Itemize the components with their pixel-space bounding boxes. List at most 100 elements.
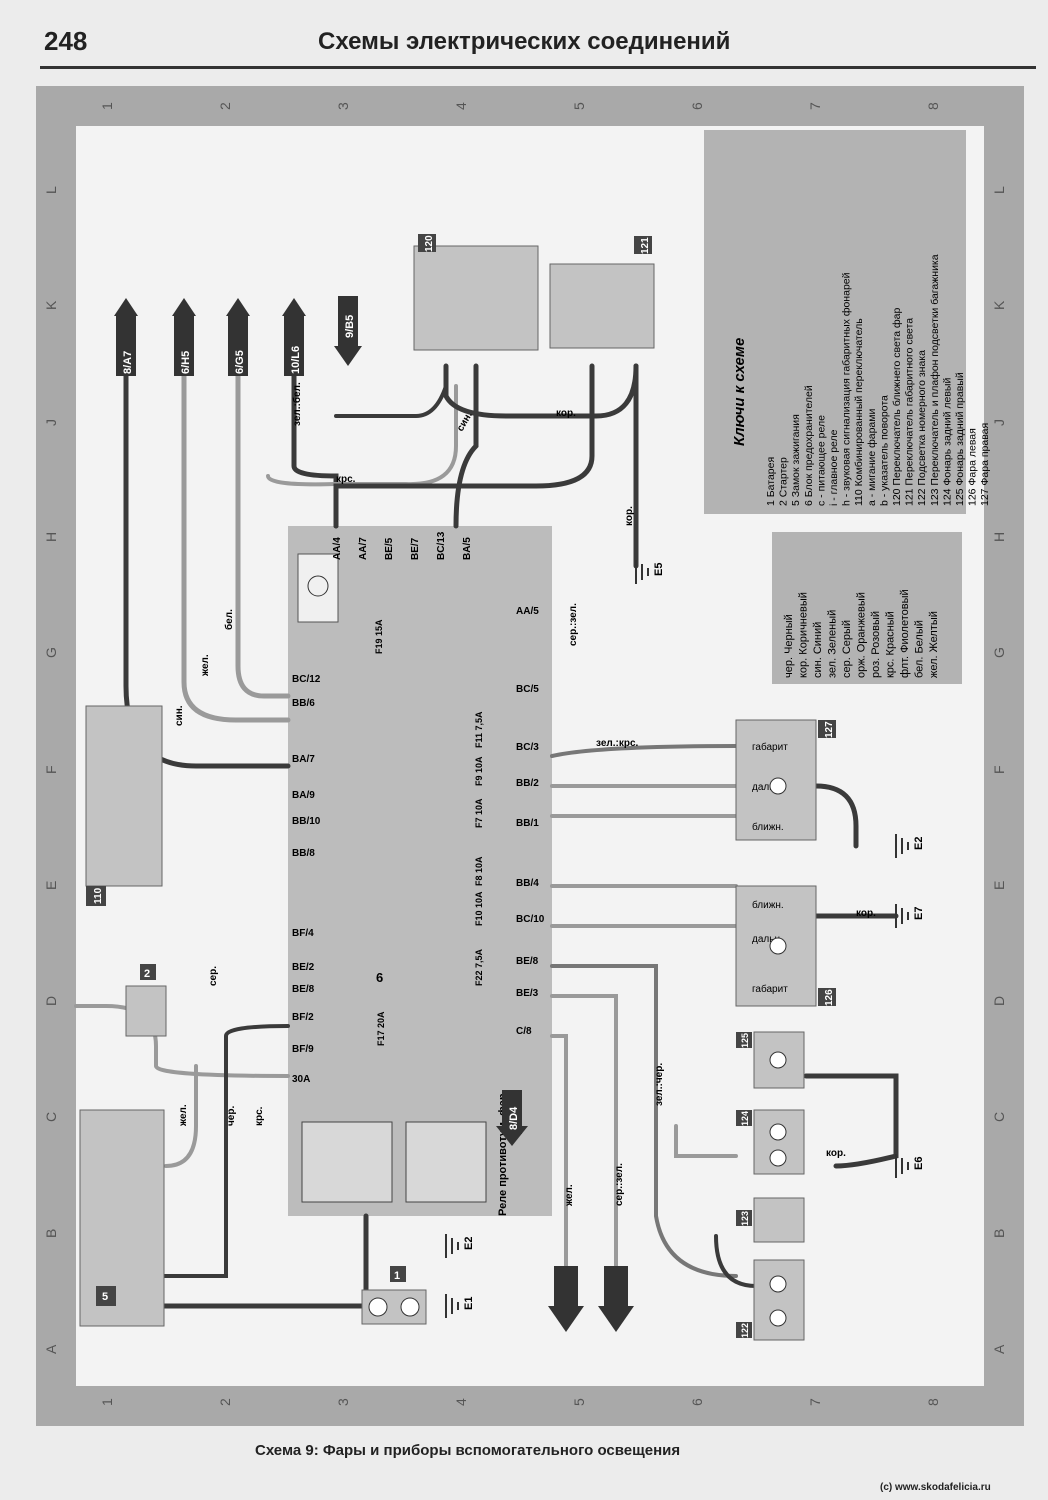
fuse-box-pin-left: BE/8	[292, 984, 315, 995]
fuse-box-pin-right: BE/3	[516, 988, 539, 999]
site-credit: (c) www.skodafelicia.ru	[880, 1482, 991, 1493]
fuse-box-pin-right: C/8	[516, 1026, 532, 1037]
grid-letter-right: F	[991, 765, 1007, 774]
colour-legend-item: зел. Зеленый	[827, 610, 839, 678]
bulb-icon	[769, 1309, 787, 1327]
figure-caption: Схема 9: Фары и приборы вспомогательного…	[255, 1442, 681, 1459]
hl127-main: дальн.	[752, 782, 783, 793]
fuse-box-pin-top: BE/7	[410, 537, 421, 560]
fuse-box-pin-left: BB/6	[292, 698, 315, 709]
legend-item: 122 Подсветка номерного знака	[916, 350, 928, 506]
bulb-icon	[769, 1149, 787, 1167]
colour-legend-item: крс. Красный	[885, 611, 897, 678]
switch-5-number: 5	[102, 1291, 108, 1303]
colour-legend-item: чер. Черный	[783, 614, 795, 678]
colour-legend-item: кор. Коричневый	[798, 592, 810, 678]
bulb-icon	[769, 1123, 787, 1141]
header-rule	[40, 66, 1036, 69]
fuse-box-pin-right: BC/5	[516, 684, 539, 695]
fuse-label: F10 10A	[474, 891, 484, 926]
grid-letter-right: A	[991, 1344, 1007, 1354]
fuse-box-pin-right: BC/10	[516, 914, 545, 925]
grid-letter-left: B	[43, 1229, 59, 1238]
bulb-icon	[769, 1275, 787, 1293]
legend-item: 6 Блок предохранителей	[803, 385, 815, 506]
colour-legend-item: орж. Оранжевый	[856, 592, 868, 678]
relay-box-i	[405, 1121, 487, 1203]
grid-letter-left: F	[43, 765, 59, 774]
ground-label: E2	[913, 837, 925, 850]
grid-number-top: 4	[453, 102, 469, 110]
legend-title: Ключи к схеме	[731, 338, 748, 446]
grid-letter-right: K	[991, 300, 1007, 310]
wire-colour-label: зел.:бел.	[291, 382, 303, 426]
wire-colour-label: жел.	[200, 654, 211, 677]
switch-121	[549, 263, 655, 349]
battery-plus-icon	[368, 1297, 388, 1317]
legend-item: 120 Переключатель ближнего света фар	[891, 308, 903, 506]
grid-number-bottom: 2	[217, 1398, 233, 1406]
switch-120	[413, 245, 539, 351]
lamp-123-tag	[736, 1210, 752, 1226]
switch-5-tag	[96, 1286, 116, 1306]
fuse-label: F22 7,5A	[474, 948, 484, 986]
grid-letter-right: B	[991, 1229, 1007, 1238]
grid-number-top: 8	[925, 102, 941, 110]
svg-text:9/B5: 9/B5	[344, 315, 356, 338]
legend-box	[704, 130, 966, 514]
legend-item: 125 Фонарь задний правый	[954, 372, 966, 506]
bulb-icon	[769, 937, 787, 955]
arrow-10-l6: 10/L6	[282, 298, 306, 376]
page-number: 248	[44, 26, 88, 56]
hl127-sidelight: габарит	[752, 741, 788, 753]
legend-item: a - мигание фарами	[866, 409, 878, 506]
ignition-switch-5	[79, 1109, 165, 1327]
grid-letter-left: G	[43, 647, 59, 658]
legend-item: 5 Замок зажигания	[790, 414, 802, 506]
legend-item: 126 Фара левая	[967, 428, 979, 506]
hl126-sidelight: габарит	[752, 983, 788, 995]
grid-number-top: 3	[335, 102, 351, 110]
fuse-box-pin-left: BF/4	[292, 928, 314, 939]
svg-text:8/A7: 8/A7	[122, 351, 134, 374]
fuse-box-number: 6	[376, 970, 383, 985]
hl127-dipped: ближн.	[752, 821, 784, 833]
svg-text:10/L6: 10/L6	[290, 346, 302, 374]
legend-item: b - указатель поворота	[878, 395, 890, 506]
bulb-icon	[769, 777, 787, 795]
starter-2-tag	[140, 964, 156, 980]
switch-120-tag	[418, 234, 436, 252]
fuse-box-pin-top: BE/5	[384, 537, 395, 560]
fuse-label: F8 10A	[474, 856, 484, 886]
fuse-box-pin-right: BE/8	[516, 956, 539, 967]
legend-item: 123 Переключатель и плафон подсветки баг…	[929, 254, 941, 506]
fuse-box-pin-left: BA/7	[292, 754, 315, 765]
fuse-box-pin-left: BC/12	[292, 674, 321, 685]
legend-item: c - питающее реле	[815, 415, 827, 506]
colour-legend-item: сер. Серый	[841, 620, 853, 678]
fuse-label: F7 10A	[474, 798, 484, 828]
grid-letter-right: G	[991, 647, 1007, 658]
grid-number-bottom: 1	[99, 1398, 115, 1406]
arrow-down-1	[548, 1266, 584, 1332]
fuse-label: F11 7,5A	[474, 711, 484, 748]
battery-minus-icon	[400, 1297, 420, 1317]
grid-number-top: 7	[807, 102, 823, 110]
wire-colour-label: жел.	[564, 1184, 575, 1207]
headlamp-126-tag	[818, 988, 836, 1006]
lamp-124-tag	[736, 1110, 752, 1126]
legend-item: 124 Фонарь задний левый	[941, 378, 953, 506]
colour-legend-item: флт. Фиолетовый	[899, 589, 911, 678]
colour-legend-box	[772, 532, 962, 684]
fuse-box-pin-right: BB/2	[516, 778, 539, 789]
arrow-9-b5: 9/B5	[334, 296, 362, 366]
battery-1-tag	[390, 1266, 406, 1282]
fuse-box-pin-top: BC/13	[436, 531, 447, 560]
ground-label: E7	[913, 907, 925, 920]
ground-label: E5	[653, 563, 665, 576]
fuse-box-pin-right: BB/1	[516, 818, 539, 829]
starter-2-number: 2	[144, 968, 150, 980]
